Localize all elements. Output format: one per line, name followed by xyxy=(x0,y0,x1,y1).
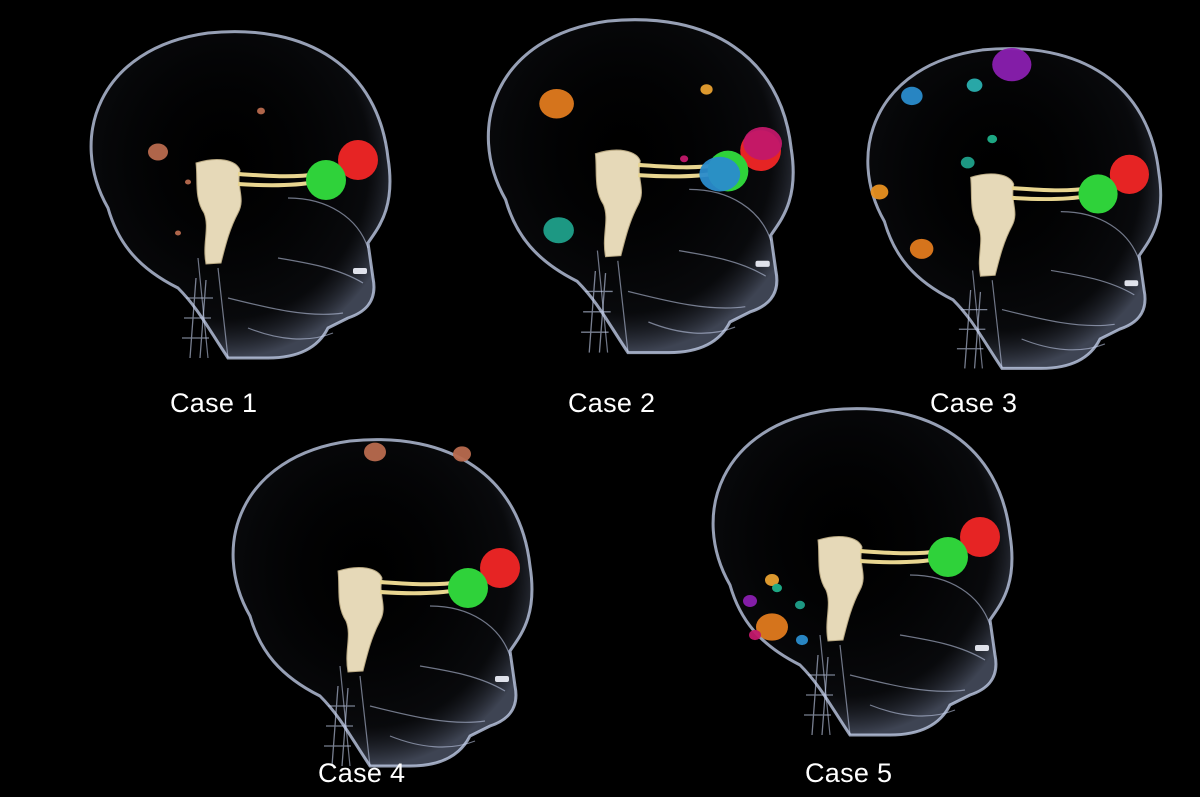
lesion-case-5-4 xyxy=(795,600,805,610)
cervical-spine-case-1 xyxy=(182,277,213,359)
optic-nerve-upper-case-5 xyxy=(859,549,941,556)
lesion-case-2-6 xyxy=(680,155,689,163)
optic-nerve-upper-case-4 xyxy=(379,580,461,587)
lesion-case-3-1 xyxy=(992,47,1032,82)
eye-red-case-5 xyxy=(960,517,1000,557)
brainstem-case-2 xyxy=(594,149,642,258)
teeth-case-4 xyxy=(495,676,509,682)
eye-red-case-4 xyxy=(480,548,520,588)
lesion-case-5-7 xyxy=(772,583,782,593)
head-case-1 xyxy=(89,30,392,360)
case-2-label: Case 2 xyxy=(568,388,656,418)
head-case-2 xyxy=(486,18,795,355)
lesion-case-5-2 xyxy=(743,595,757,607)
lesion-case-4-1 xyxy=(364,442,386,462)
lesion-case-2-5 xyxy=(543,217,574,244)
lesion-case-1-1 xyxy=(148,143,168,161)
eye-red-case-3 xyxy=(1109,154,1149,194)
case-1-label: Case 1 xyxy=(170,388,258,418)
eye-green-case-3 xyxy=(1078,174,1118,214)
lesion-case-5-6 xyxy=(796,634,808,646)
lesion-case-1-4 xyxy=(175,230,181,236)
eye-green-case-1 xyxy=(306,160,346,200)
facial-bones-case-3 xyxy=(972,211,1140,369)
eye-green-case-4 xyxy=(448,568,488,608)
facial-bones-case-4 xyxy=(339,605,511,767)
lesion-case-5-3 xyxy=(749,629,761,641)
case-5-label: Case 5 xyxy=(805,758,893,788)
case-4-label: Case 4 xyxy=(318,758,406,788)
teeth-case-2 xyxy=(755,260,770,267)
cervical-spine-case-3 xyxy=(956,289,988,369)
cervical-spine-case-5 xyxy=(804,654,835,736)
lesion-case-1-3 xyxy=(185,179,191,185)
brainstem-case-4 xyxy=(337,567,384,673)
teeth-case-5 xyxy=(975,645,989,651)
lesion-case-2-4 xyxy=(699,156,741,192)
lesion-case-3-5 xyxy=(960,156,975,169)
case-3-label: Case 3 xyxy=(930,388,1018,418)
facial-bones-case-1 xyxy=(197,197,369,359)
facial-bones-case-5 xyxy=(819,574,991,736)
head-case-4 xyxy=(231,438,534,768)
lesion-case-5-1 xyxy=(756,613,788,641)
lesion-case-3-3 xyxy=(966,78,983,92)
cervical-spine-case-2 xyxy=(581,270,613,353)
head-case-5 xyxy=(711,407,1014,737)
optic-nerve-upper-case-3 xyxy=(1011,186,1091,193)
lesion-case-3-6 xyxy=(870,184,889,200)
eye-red-case-1 xyxy=(338,140,378,180)
facial-bones-case-2 xyxy=(596,188,772,353)
lesion-case-2-1 xyxy=(539,88,574,119)
head-case-3 xyxy=(866,47,1163,370)
cervical-spine-case-4 xyxy=(324,685,355,767)
lesion-case-2-2 xyxy=(700,84,713,95)
lesion-case-2-3 xyxy=(743,127,783,160)
eye-green-case-5 xyxy=(928,537,968,577)
lesion-case-5-5 xyxy=(765,574,779,586)
brainstem-case-1 xyxy=(195,159,242,265)
optic-nerve-upper-case-1 xyxy=(237,172,319,179)
lesion-case-3-4 xyxy=(987,134,998,144)
lesion-case-1-2 xyxy=(257,107,265,115)
lesion-case-4-2 xyxy=(453,446,471,462)
brainstem-case-5 xyxy=(817,536,864,642)
teeth-case-1 xyxy=(353,268,367,274)
lesion-case-3-2 xyxy=(901,86,923,106)
lesion-case-3-7 xyxy=(909,238,934,259)
teeth-case-3 xyxy=(1124,280,1139,287)
brainstem-case-3 xyxy=(970,173,1016,277)
